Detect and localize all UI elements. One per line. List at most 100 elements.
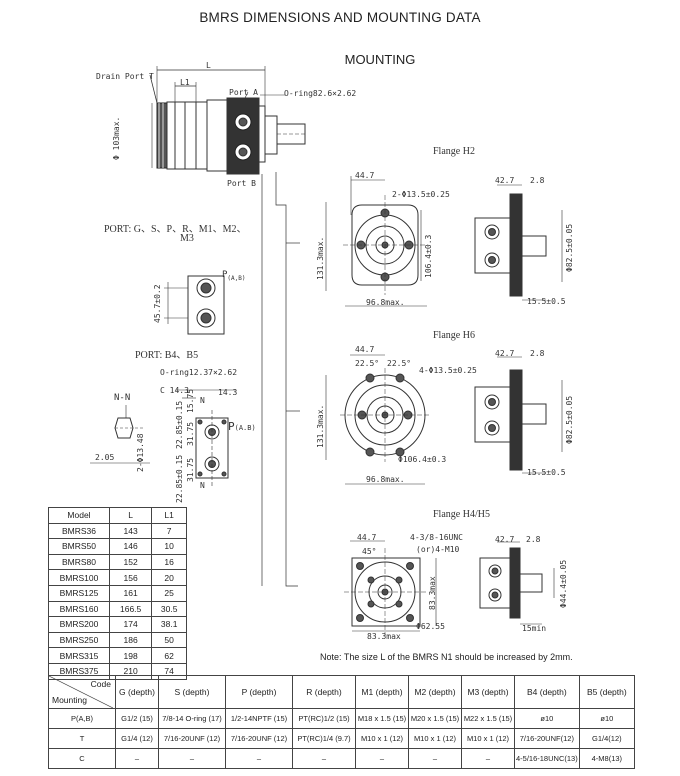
table-cell: –	[461, 748, 515, 769]
table-header-cell: M1 (depth)	[355, 675, 409, 709]
table-cell: 166.5	[108, 600, 153, 618]
table-header-row: Code Mounting G (depth) S (depth) P (dep…	[48, 675, 636, 709]
h45-28: 2.8	[526, 535, 541, 544]
table-cell: 7/16-20UNF (12)	[225, 728, 293, 749]
h45-427: 42.7	[495, 535, 515, 544]
c-dim-label: C 14.3	[160, 386, 189, 395]
dim-1575-label: 15.75	[186, 388, 195, 413]
table-header-cell: P (depth)	[225, 675, 293, 709]
oring-main-label: O-ring82.6×2.62	[284, 89, 357, 98]
table-cell: BMRS160	[48, 600, 110, 618]
dim-3175b-label: 31.75	[186, 457, 195, 482]
ports-b-caption: PORT: B4、B5	[135, 350, 199, 361]
port-g-drawing	[164, 275, 225, 335]
table-cell: 62	[151, 647, 187, 664]
table-cell: BMRS250	[48, 631, 110, 649]
h2-825: Φ82.5±0.05	[565, 223, 574, 272]
section-subtitle: MOUNTING	[344, 52, 416, 67]
table-cell: 198	[108, 647, 153, 664]
table-cell: BMRS80	[48, 553, 110, 571]
table-cell: M10 x 1 (12)	[408, 728, 462, 749]
h6-a2: 22.5°	[387, 359, 412, 368]
port-g-dim: 45.7±0.2	[153, 284, 162, 323]
h45-833b: 83.3max	[367, 632, 401, 641]
h45-holes2: (or)4-M10	[416, 545, 460, 554]
table-cell: BMRS125	[48, 584, 110, 602]
table-cell: C	[48, 748, 116, 769]
n-top-label: N	[200, 396, 205, 405]
table-cell: 186	[108, 631, 153, 649]
dim-3175a-label: 31.75	[186, 421, 195, 446]
table-cell: 7/16-20UNF(12)	[514, 728, 580, 749]
flange-h6-label: Flange H6	[433, 330, 475, 341]
table-cell: 161	[108, 584, 153, 602]
table-cell: 156	[108, 569, 153, 586]
h2-holes: 2-Φ13.5±0.25	[392, 190, 450, 199]
page-title: BMRS DIMENSIONS AND MOUNTING DATA	[199, 10, 481, 25]
table-row: C – – – – – – – 4-5/16-18UNC(13) 4-M8(13…	[48, 748, 636, 769]
h6-427: 42.7	[495, 349, 515, 358]
table-cell: 10	[151, 538, 187, 555]
table-cell: 146	[108, 538, 153, 555]
table-cell: 4-5/16-18UNC(13)	[514, 748, 580, 769]
port-g-p-label: P(A,B)	[222, 270, 246, 282]
table-cell: BMRS36	[48, 522, 110, 540]
table-header-cell: S (depth)	[158, 675, 226, 709]
h45-15: 15min	[522, 624, 547, 633]
dim-2285a-label: 22.85±0.15	[175, 400, 184, 449]
table-cell: 16	[151, 553, 187, 571]
table-cell: P(A,B)	[48, 708, 116, 729]
dim-l-label: L	[206, 61, 211, 70]
table-cell: M10 x 1 (12)	[355, 728, 409, 749]
table-header-cell: M2 (depth)	[408, 675, 462, 709]
dim-143-label: 14.3	[218, 388, 238, 397]
corner-mounting-label: Mounting	[52, 695, 87, 705]
table-cell: 7/8-14 O-ring (17)	[158, 708, 226, 729]
dim-dia-label: 2-Φ13.48	[136, 433, 145, 472]
table-cell: 152	[108, 553, 153, 571]
table-cell: 30.5	[151, 600, 187, 618]
h2-155: 15.5±0.5	[527, 297, 566, 306]
table-cell: ø10	[578, 708, 636, 729]
table-cell: 143	[108, 522, 153, 540]
flange-h2-drawing	[325, 176, 563, 307]
table-cell: 25	[151, 584, 187, 602]
flange-h6-drawing	[325, 354, 563, 485]
table-header-cell: L	[108, 507, 153, 524]
flange-h2-label: Flange H2	[433, 146, 475, 157]
dim-2285b-label: 22.85±0.15	[175, 454, 184, 503]
ports-b-oring: O-ring12.37×2.62	[160, 368, 238, 377]
h2-1313: 131.3max.	[316, 236, 325, 280]
size-note: Note: The size L of the BMRS N1 should b…	[320, 652, 573, 662]
h45-833a: 83.3max	[428, 576, 437, 610]
flange-h45-label: Flange H4/H5	[433, 509, 490, 520]
table-cell: 38.1	[151, 616, 187, 633]
table-cell: 7	[151, 522, 187, 540]
table-cell: BMRS100	[48, 569, 110, 586]
drain-port-label: Drain Port T	[96, 72, 154, 81]
code-table: Code Mounting G (depth) S (depth) P (dep…	[48, 675, 636, 769]
table-header-cell: G (depth)	[115, 675, 159, 709]
table-cell: –	[115, 748, 159, 769]
table-row: T G1/4 (12) 7/16-20UNF (12) 7/16-20UNF (…	[48, 728, 636, 749]
table-cell: G1/2 (15)	[115, 708, 159, 729]
h45-447: 44.7	[357, 533, 377, 542]
corner-cell: Code Mounting	[48, 675, 116, 709]
table-cell: G1/4 (12)	[115, 728, 159, 749]
table-cell: M22 x 1.5 (15)	[461, 708, 515, 729]
corner-code-label: Code	[90, 679, 111, 689]
table-cell: BMRS50	[48, 538, 110, 555]
h45-holes1: 4-3/8-16UNC	[410, 533, 463, 542]
table-header-cell: B5 (depth)	[578, 675, 636, 709]
ports-g-caption: PORT: G、S、P、R、M1、M2、	[104, 224, 247, 235]
h2-28: 2.8	[530, 176, 545, 185]
